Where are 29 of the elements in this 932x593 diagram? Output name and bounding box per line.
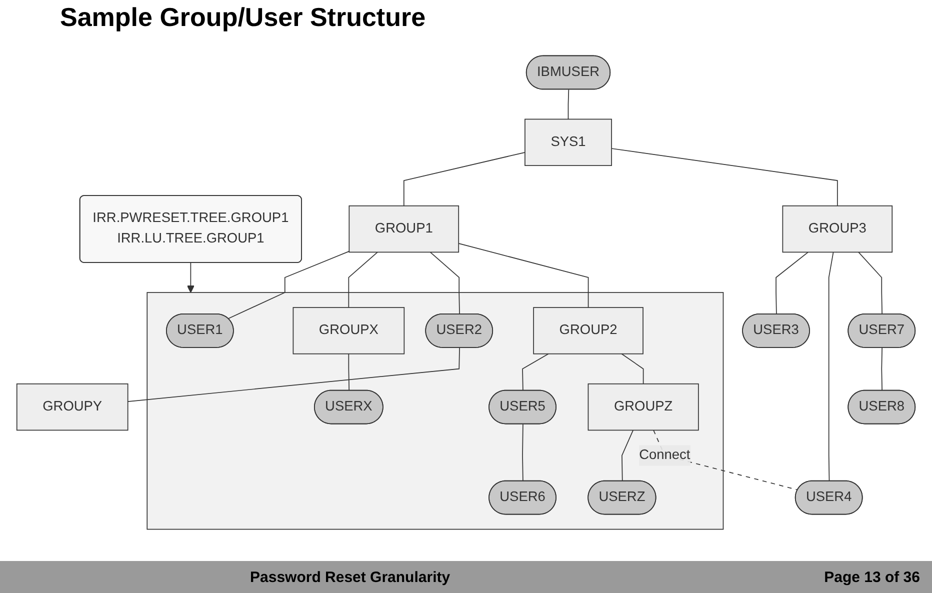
connector <box>522 424 524 482</box>
arrow <box>186 262 194 293</box>
node-box: GROUPX <box>292 307 405 354</box>
connector <box>348 353 350 392</box>
connector <box>127 347 460 402</box>
connector <box>228 250 350 320</box>
page-number: Page 13 of 36 <box>824 569 920 586</box>
cluster <box>146 292 724 530</box>
node-box: GROUPZ <box>588 383 699 431</box>
connector <box>776 252 809 315</box>
footer-text: Password Reset Granularity <box>250 569 450 586</box>
diagram-title: Sample Group/User Structure <box>60 2 426 33</box>
connector <box>622 430 634 482</box>
node-box: GROUPY <box>16 383 128 431</box>
connector <box>430 252 460 315</box>
connector <box>348 252 378 308</box>
edge-label: Connect <box>639 448 690 462</box>
connector <box>828 252 834 482</box>
connector <box>458 242 589 308</box>
connector <box>858 252 882 315</box>
connector <box>403 152 526 206</box>
connector <box>621 353 644 384</box>
connector <box>611 148 838 206</box>
connector <box>881 347 882 392</box>
node-box: GROUP2 <box>533 307 644 354</box>
node-box: GROUP1 <box>348 205 460 253</box>
node-box: GROUP3 <box>782 205 893 253</box>
node-box: SYS1 <box>524 118 612 166</box>
connector <box>568 89 570 120</box>
